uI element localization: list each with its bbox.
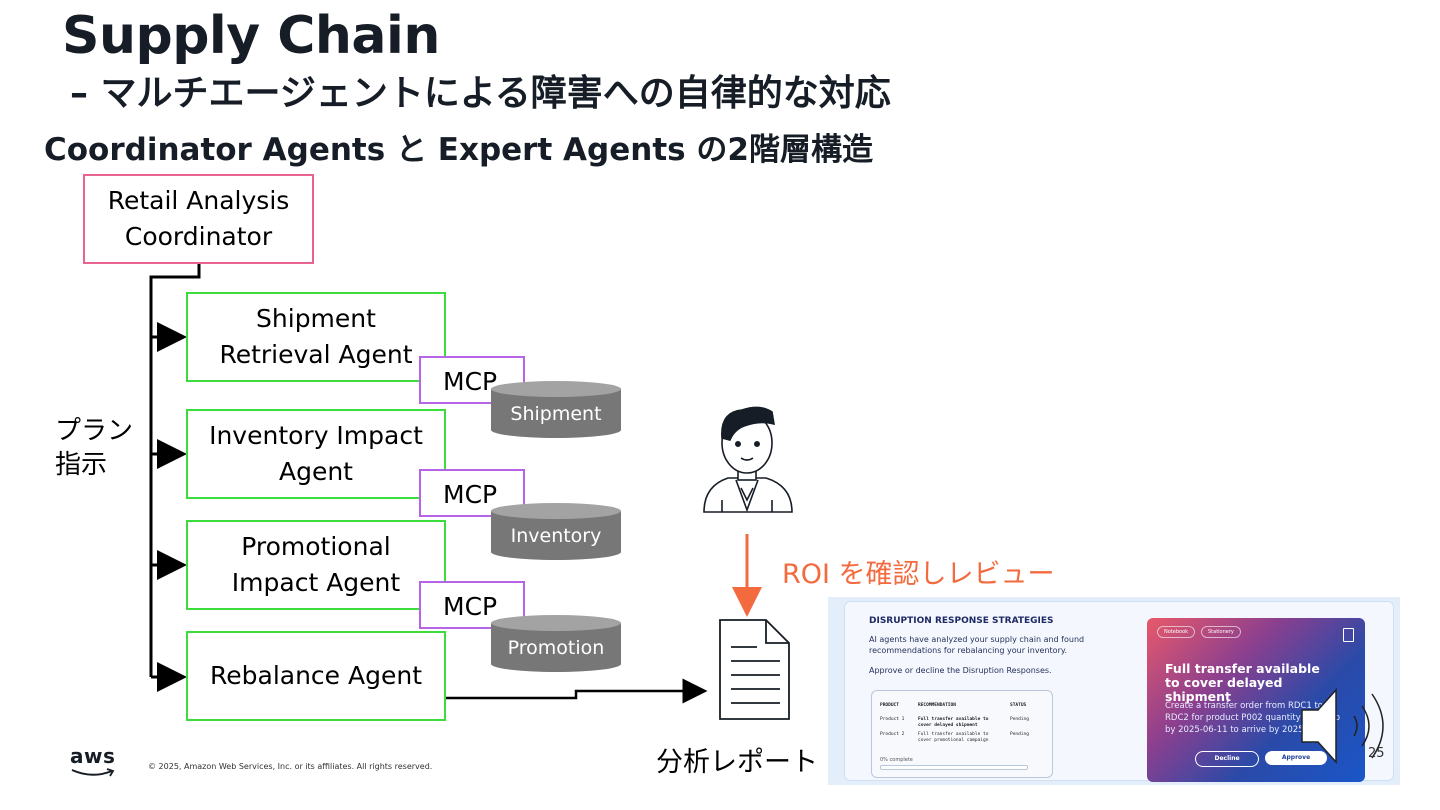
report-arrow [446, 678, 708, 704]
table-cell: Product 1 [880, 717, 905, 722]
recommendation-table: PRODUCT RECOMMENDATION STATUS Product 1 … [871, 690, 1053, 778]
aws-logo-text: aws [70, 744, 116, 768]
agent-box-shipment: Shipment Retrieval Agent [186, 292, 446, 382]
agent-box-promotional: Promotional Impact Agent [186, 520, 446, 610]
table-cell: Full transfer available to cover delayed… [918, 717, 989, 728]
agent-line1: Promotional [241, 532, 391, 561]
person-icon [703, 406, 793, 513]
plan-instruction-label: プラン 指示 [55, 414, 133, 482]
strategies-panel: DISRUPTION RESPONSE STRATEGIES AI agents… [844, 601, 1394, 782]
slide-subtitle: – マルチエージェントによる障害への自律的な対応 [70, 73, 891, 114]
table-cell: Pending [1010, 732, 1029, 737]
table-cell: Pending [1010, 717, 1029, 722]
agent-line1: Shipment [256, 304, 376, 333]
agent-box-rebalance: Rebalance Agent [186, 631, 446, 721]
mcp-label: MCP [443, 480, 498, 509]
mcp-label: MCP [443, 367, 498, 396]
approve-button[interactable]: Approve [1265, 751, 1327, 765]
tag-stationery: Stationery [1201, 626, 1241, 638]
agent-line1: Inventory Impact [209, 421, 423, 450]
decline-button[interactable]: Decline [1195, 751, 1259, 767]
agent-line2: Impact Agent [231, 568, 401, 597]
mcp-box-inventory: MCP [419, 469, 525, 517]
agent-box-inventory: Inventory Impact Agent [186, 409, 446, 499]
coordinator-line1: Retail Analysis [107, 186, 290, 215]
strategies-description: AI agents have analyzed your supply chai… [869, 635, 1085, 655]
tag-notebook: Notebook [1157, 626, 1196, 638]
notebook-icon [1343, 628, 1354, 642]
agent-line2: Agent [278, 457, 353, 486]
table-header: RECOMMENDATION [918, 703, 956, 708]
table-cell: Product 2 [880, 732, 905, 737]
plan-tree-lines [149, 262, 201, 692]
strategies-title: DISRUPTION RESPONSE STRATEGIES [869, 616, 1054, 626]
progress-label: 0% complete [880, 757, 913, 763]
card-title: Full transfer available to cover delayed… [1165, 661, 1320, 704]
page-number: 25 [1368, 746, 1385, 761]
aws-smile-icon [71, 768, 115, 777]
review-label: ROI を確認しレビュー [782, 559, 1055, 590]
aws-logo: aws [70, 744, 116, 777]
embedded-screenshot: DISRUPTION RESPONSE STRATEGIES AI agents… [828, 597, 1400, 785]
document-icon [719, 619, 790, 720]
mcp-box-promotion: MCP [419, 581, 525, 629]
slide-heading: Coordinator Agents と Expert Agents の2階層構… [44, 132, 873, 168]
progress-bar [880, 765, 1028, 770]
coordinator-line2: Coordinator [124, 222, 273, 251]
table-header: STATUS [1010, 703, 1027, 708]
speaker-icon[interactable] [1296, 676, 1408, 772]
report-label: 分析レポート [656, 747, 818, 778]
mcp-label: MCP [443, 592, 498, 621]
table-cell: Full transfer available to cover promoti… [918, 732, 989, 743]
strategies-instruction: Approve or decline the Disruption Respon… [869, 666, 1052, 675]
slide-title: Supply Chain [62, 6, 440, 66]
plan-label-line1: プラン [55, 416, 134, 446]
agent-line2: Retrieval Agent [219, 340, 413, 369]
card-body: Create a transfer order from RDC1 to RDC… [1165, 701, 1340, 735]
mcp-box-shipment: MCP [419, 356, 525, 404]
plan-label-line2: 指示 [55, 450, 108, 480]
coordinator-box: Retail Analysis Coordinator [83, 174, 314, 264]
table-header: PRODUCT [880, 703, 899, 708]
copyright-text: © 2025, Amazon Web Services, Inc. or its… [148, 762, 433, 771]
agent-line1: Rebalance Agent [210, 661, 422, 690]
